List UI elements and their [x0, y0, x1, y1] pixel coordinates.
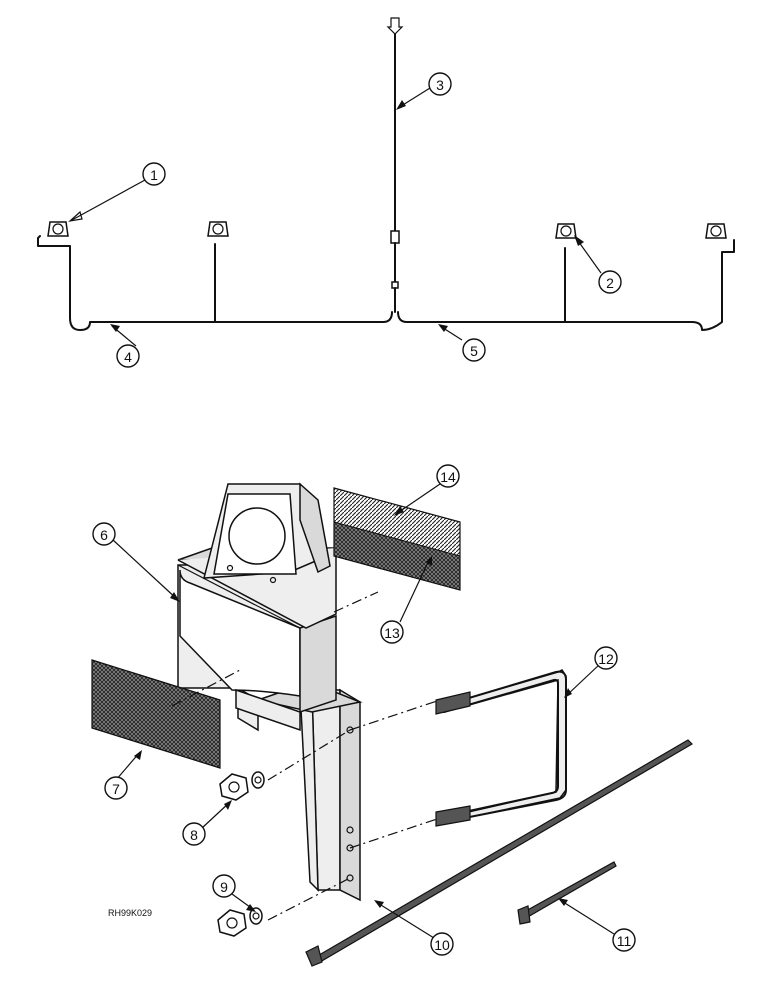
callouts [68, 87, 615, 939]
callout-circle [594, 646, 618, 670]
callout-circle [436, 464, 460, 488]
lamp-inner-right [555, 223, 577, 239]
callout-number: 5 [470, 343, 478, 359]
callout-number: 7 [112, 781, 120, 797]
callout-circle [104, 776, 128, 800]
callout-13: 13 [380, 620, 404, 644]
callout-circle [92, 522, 116, 546]
callout-circle [462, 338, 486, 362]
callout-10: 10 [430, 932, 454, 956]
u-bolt-thread-bottom [435, 805, 471, 827]
callout-number: 4 [124, 349, 132, 365]
callout-4: 4 [116, 344, 140, 368]
callout-number: 1 [150, 167, 158, 183]
reflector-7 [91, 659, 221, 769]
alignment-line-upper-bolt [349, 699, 441, 731]
callout-6: 6 [92, 522, 116, 546]
lamp-far-left [47, 221, 69, 237]
callout-2: 2 [598, 270, 622, 294]
in-line-connector [390, 230, 400, 244]
alignment-line-nut-9 [267, 877, 351, 921]
callout-circle [598, 270, 622, 294]
callout-circle [212, 874, 236, 898]
callout-circle [380, 620, 404, 644]
callout-number: 3 [436, 77, 444, 93]
callout-number: 12 [598, 651, 614, 667]
callout-7: 7 [104, 776, 128, 800]
reflector-13 [333, 521, 461, 591]
callout-number: 13 [384, 625, 400, 641]
callout-circle [182, 822, 206, 846]
callout-11: 11 [612, 928, 636, 952]
alignment-line-7 [171, 669, 241, 707]
callout-14: 14 [436, 464, 460, 488]
alignment-line-14 [333, 591, 379, 613]
alignment-line-lower-bolt [349, 817, 441, 849]
harness-connector-arrow-icon [386, 17, 404, 35]
wiring-harness [37, 17, 735, 331]
drawing-code: RH99K029 [108, 908, 152, 918]
callout-5: 5 [462, 338, 486, 362]
housing-lower-neck [235, 688, 301, 732]
lamp-inner-left [207, 221, 229, 237]
callout-circle [430, 932, 454, 956]
callout-number: 14 [440, 469, 456, 485]
callout-number: 6 [100, 527, 108, 543]
callout-12: 12 [594, 646, 618, 670]
callout-number: 2 [606, 275, 614, 291]
callout-number: 8 [190, 827, 198, 843]
cable-tie-11 [305, 739, 693, 967]
u-bolt-thread-top [435, 691, 471, 715]
callout-number: 10 [434, 937, 450, 953]
lamp-head [203, 482, 331, 584]
callout-number: 9 [220, 879, 228, 895]
alignment-line-nut-8 [267, 729, 351, 781]
nut-washer-9 [217, 907, 263, 937]
nut-washer-8 [219, 771, 265, 801]
callout-9: 9 [212, 874, 236, 898]
lamp-assembly [91, 482, 693, 967]
callout-circle [142, 162, 166, 186]
callout-8: 8 [182, 822, 206, 846]
callout-number: 11 [617, 933, 632, 949]
u-bolt-12 [435, 669, 567, 827]
lamp-far-right [705, 223, 727, 239]
harness-left-branch [37, 235, 393, 331]
harness-right-branch [397, 239, 735, 331]
cable-tie-10 [517, 861, 617, 925]
callout-1: 1 [142, 162, 166, 186]
callout-circle [612, 928, 636, 952]
callout-circle [428, 72, 452, 96]
callout-3: 3 [428, 72, 452, 96]
callout-circle [116, 344, 140, 368]
